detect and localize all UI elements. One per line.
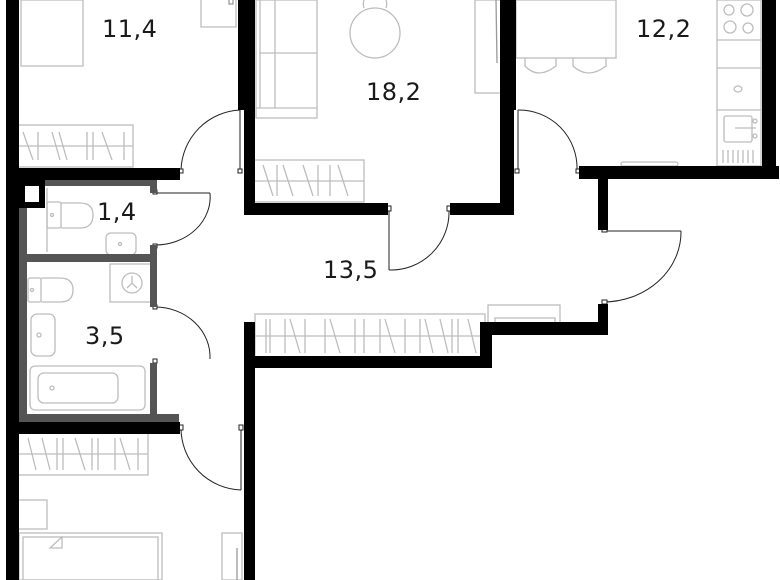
washing-machine-icon bbox=[109, 263, 154, 303]
washbasin-icon bbox=[105, 232, 137, 256]
sink-icon bbox=[723, 115, 753, 143]
nightstand-icon bbox=[17, 499, 48, 530]
toilet-icon bbox=[46, 201, 94, 229]
dining-table-icon bbox=[515, 0, 617, 59]
stove-burner-icon bbox=[723, 20, 737, 34]
wardrobe-icon bbox=[17, 124, 134, 168]
chair-icon bbox=[572, 58, 607, 74]
desk-icon bbox=[221, 532, 243, 580]
room-area-bathroom: 3,5 bbox=[85, 322, 125, 350]
door-kitchen[interactable] bbox=[517, 109, 578, 172]
door-toilet[interactable] bbox=[154, 192, 211, 246]
room-area-kitchen: 12,2 bbox=[636, 15, 692, 43]
room-area-bedroom-top: 11,4 bbox=[102, 15, 158, 43]
chair-icon bbox=[524, 58, 557, 74]
shoe-cabinet-icon bbox=[487, 304, 561, 324]
door-bathroom[interactable] bbox=[154, 306, 211, 360]
room-area-living-room: 18,2 bbox=[366, 78, 422, 106]
bathtub-icon bbox=[29, 365, 146, 411]
kitchen-counter-icon bbox=[716, 0, 762, 167]
bed-icon bbox=[18, 532, 163, 580]
toilet-icon bbox=[27, 277, 74, 303]
room-area-hallway: 13,5 bbox=[323, 256, 379, 284]
sofa-icon bbox=[255, 0, 318, 119]
room-area-toilet: 1,4 bbox=[97, 198, 137, 226]
nightstand-icon bbox=[200, 0, 237, 28]
stove-burner-icon bbox=[740, 3, 754, 17]
wardrobe-icon bbox=[254, 313, 486, 359]
door-entrance[interactable] bbox=[602, 230, 682, 303]
stove-burner-icon bbox=[742, 22, 754, 34]
washbasin-icon bbox=[30, 313, 56, 357]
wardrobe-icon bbox=[17, 432, 149, 476]
door-bedroom-top[interactable] bbox=[180, 109, 241, 172]
bed-icon bbox=[20, 0, 84, 67]
radiator-icon bbox=[620, 161, 679, 167]
stove-burner-icon bbox=[723, 4, 735, 16]
wardrobe-icon bbox=[253, 159, 365, 203]
door-living-room[interactable] bbox=[388, 208, 450, 271]
coffee-table-icon bbox=[349, 7, 401, 59]
bathroom-walls bbox=[19, 180, 179, 422]
walls bbox=[6, 0, 779, 580]
door-bedroom-bottom[interactable] bbox=[180, 426, 242, 491]
